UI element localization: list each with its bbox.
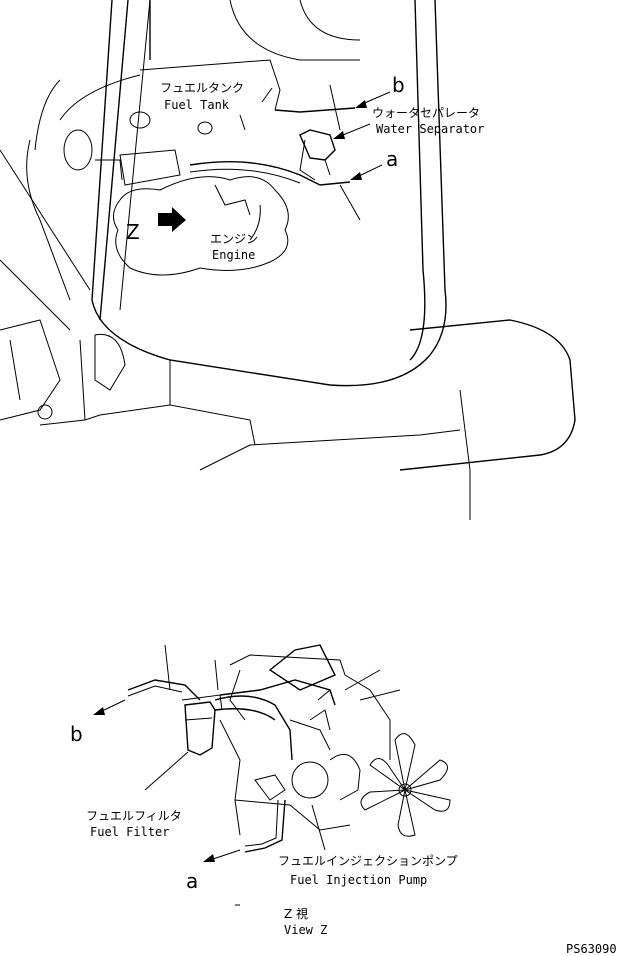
callout-b-top: b: [392, 73, 405, 97]
fuel-line-b: [127, 679, 201, 701]
injection-pump-label-en: Fuel Injection Pump: [290, 873, 427, 887]
top-machine-outline: [0, 0, 576, 520]
water-separator: [299, 129, 336, 181]
fuel-filter-label-jp: フュエルフィルタ: [86, 809, 182, 823]
arrow-water-separator: [333, 131, 345, 139]
arrow-b-top: [355, 100, 367, 108]
view-z-marker: Z: [126, 220, 140, 244]
callout-b-bottom: b: [70, 722, 83, 746]
view-z-title-jp: Z 視: [284, 906, 308, 921]
cooling-fan: [360, 733, 451, 837]
fuel-hose-b: [274, 107, 356, 113]
fuel-tank-label-en: Fuel Tank: [164, 98, 230, 112]
view-z-arrow: [158, 207, 186, 232]
injection-pump-label-jp: フュエルインジェクションポンプ: [278, 854, 458, 868]
view-z-title-en: View Z: [284, 923, 327, 937]
bottom-engine-outline: [164, 644, 401, 836]
fuel-filter: [181, 694, 223, 756]
arrow-a-bottom: [203, 854, 215, 862]
water-separator-label-en: Water Separator: [376, 122, 484, 136]
fuel-filter-label-en: Fuel Filter: [90, 825, 169, 839]
engine-label-en: Engine: [212, 248, 255, 262]
callout-a-bottom: a: [186, 869, 198, 893]
engine-outline: [113, 176, 289, 276]
callout-a-top: a: [386, 147, 398, 171]
fuel-line-a: [244, 799, 286, 853]
fuel-tank-label-jp: フュエルタンク: [160, 81, 244, 95]
arrow-a-top: [350, 172, 362, 180]
engine-label-jp: エンジン: [210, 232, 258, 246]
fuel-hose-a: [189, 160, 351, 186]
drawing-code: PS63090: [566, 942, 617, 956]
water-separator-label-jp: ウォータセパレータ: [372, 106, 480, 120]
arrow-b-bottom: [93, 707, 105, 715]
